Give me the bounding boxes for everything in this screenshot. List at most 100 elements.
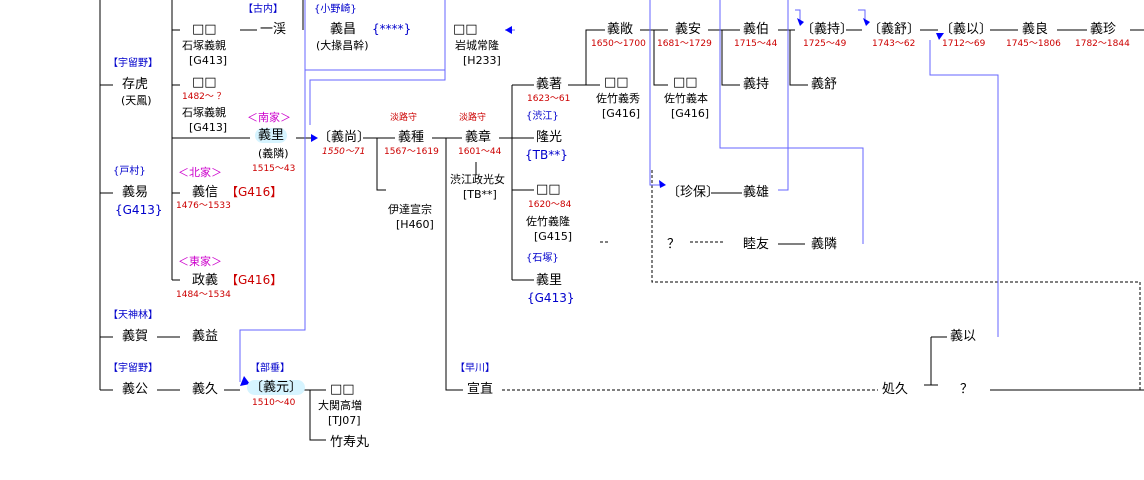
person-ref: [G416] bbox=[671, 107, 710, 120]
house-label-nanke: ＜南家＞ bbox=[247, 111, 291, 124]
title-awaji-2: 淡路守 bbox=[459, 113, 487, 123]
person-name: 政義 bbox=[192, 273, 219, 288]
person-group: {G413} bbox=[115, 203, 163, 217]
person-years: 1681～1729 bbox=[657, 39, 712, 49]
person-name: □□ bbox=[192, 75, 217, 90]
branch-label-heisui: 【部垂】 bbox=[250, 363, 290, 374]
person-name: 義敞 bbox=[607, 22, 634, 37]
person-years: 1601～44 bbox=[458, 147, 502, 157]
person-years: 1482～ ？ bbox=[182, 92, 226, 102]
person-name-highlighted: 義里 bbox=[255, 128, 288, 143]
person-note: 佐竹義本 bbox=[664, 92, 708, 105]
person-name: 義章 bbox=[465, 130, 492, 145]
person-name: 義里 bbox=[536, 273, 563, 288]
person-name: 義以 bbox=[950, 329, 977, 344]
person-name: 義伯 bbox=[743, 22, 770, 37]
person-group: 【G416】 bbox=[226, 185, 283, 199]
person-name: 義珍 bbox=[1090, 22, 1117, 37]
person-ref: [H460] bbox=[396, 218, 434, 231]
person-name: 処久 bbox=[882, 382, 909, 397]
person-name: 義雄 bbox=[743, 185, 770, 200]
person-name: □□ bbox=[330, 382, 355, 397]
person-ref: [G415] bbox=[534, 230, 573, 243]
person-ref: [G416] bbox=[602, 107, 641, 120]
person-name: 義隣 bbox=[811, 237, 838, 252]
person-name: 義良 bbox=[1022, 22, 1049, 37]
person-name: 伊達宣宗 bbox=[388, 203, 432, 216]
person-years: 1623～61 bbox=[527, 94, 571, 104]
person-name: 義安 bbox=[675, 22, 702, 37]
person-ref: [TJ07] bbox=[328, 414, 361, 427]
person-name: 義持 bbox=[743, 77, 770, 92]
person-name: □□ bbox=[453, 22, 478, 37]
person-years: 1650～1700 bbox=[591, 39, 646, 49]
person-name: 宣直 bbox=[467, 382, 494, 397]
branch-label-hayakawa: 【早川】 bbox=[455, 363, 495, 374]
person-years: 1782～1844 bbox=[1075, 39, 1130, 49]
person-name: 一渓 bbox=[260, 22, 287, 37]
person-note: (義隣) bbox=[258, 147, 289, 160]
person-name: □□ bbox=[673, 75, 698, 90]
person-name: 〔義尚〕 bbox=[318, 130, 371, 145]
house-label-hokke: ＜北家＞ bbox=[178, 166, 222, 179]
branch-label-utsuruno-1: 【宇留野】 bbox=[108, 58, 158, 69]
person-group: {****} bbox=[372, 22, 412, 36]
person-ref: [G413] bbox=[189, 54, 228, 67]
title-awaji-1: 淡路守 bbox=[390, 113, 418, 123]
person-name: 〔珍保〕 bbox=[667, 185, 720, 200]
branch-label-ishizuka: {石塚} bbox=[526, 253, 559, 264]
person-note: (天鳳) bbox=[121, 94, 152, 107]
person-name: □□ bbox=[536, 182, 561, 197]
person-years: 1567～1619 bbox=[384, 147, 439, 157]
branch-label-shibue: {渋江} bbox=[526, 111, 559, 122]
person-name: 義公 bbox=[122, 382, 149, 397]
person-years: 1510～40 bbox=[252, 398, 296, 408]
person-name: 義易 bbox=[122, 185, 149, 200]
person-years: 1484～1534 bbox=[176, 290, 231, 300]
person-name: □□ bbox=[192, 22, 217, 37]
person-name: 〔義舒〕 bbox=[868, 22, 921, 37]
person-note: (大掾昌幹) bbox=[316, 39, 369, 52]
person-note: 佐竹義隆 bbox=[526, 215, 570, 228]
person-note: 佐竹義秀 bbox=[596, 92, 640, 105]
person-years: 1745～1806 bbox=[1006, 39, 1061, 49]
person-years: 1515～43 bbox=[252, 164, 296, 174]
person-group: {G413} bbox=[527, 291, 575, 305]
person-ref: [H233] bbox=[463, 54, 501, 67]
person-note: 石塚義親 bbox=[182, 39, 226, 52]
person-ref: [G413] bbox=[189, 121, 228, 134]
person-name: 竹寿丸 bbox=[330, 435, 370, 450]
person-name: 義種 bbox=[398, 130, 425, 145]
person-name: □□ bbox=[604, 75, 629, 90]
person-name: 隆光 bbox=[536, 130, 563, 145]
person-name: 義著 bbox=[536, 77, 563, 92]
branch-label-furuuchi: 【古内】 bbox=[243, 4, 283, 15]
person-name: 義信 bbox=[192, 185, 219, 200]
person-years: 1550～71 bbox=[322, 147, 366, 157]
person-years: 1715～44 bbox=[734, 39, 778, 49]
person-note: 石塚義親 bbox=[182, 106, 226, 119]
person-name: ？ bbox=[960, 382, 974, 397]
person-years: 1712～69 bbox=[942, 39, 986, 49]
house-label-toke: ＜東家＞ bbox=[178, 255, 222, 268]
person-name: 義益 bbox=[192, 329, 219, 344]
person-name: 義昌 bbox=[330, 22, 357, 37]
person-note: 岩城常隆 bbox=[455, 39, 499, 52]
person-ref: [TB**] bbox=[463, 188, 497, 201]
person-name: ？ bbox=[667, 237, 681, 252]
person-name: 睦友 bbox=[743, 237, 770, 252]
person-years: 1743～62 bbox=[872, 39, 916, 49]
person-years: 1725～49 bbox=[803, 39, 847, 49]
person-name: 〔義以〕 bbox=[940, 22, 993, 37]
person-name-highlighted: 〔義元〕 bbox=[247, 380, 306, 395]
person-years: 1476～1533 bbox=[176, 201, 231, 211]
person-name: 〔義持〕 bbox=[801, 22, 854, 37]
person-name: 渋江政光女 bbox=[450, 173, 505, 186]
person-name: 義久 bbox=[192, 382, 219, 397]
person-years: 1620～84 bbox=[528, 200, 572, 210]
branch-label-tenjinbayashi: 【天神林】 bbox=[108, 310, 158, 321]
branch-label-onozaki: {小野崎} bbox=[314, 4, 357, 15]
person-group: {TB**} bbox=[525, 148, 568, 162]
branch-label-tomura: {戸村} bbox=[113, 166, 146, 177]
